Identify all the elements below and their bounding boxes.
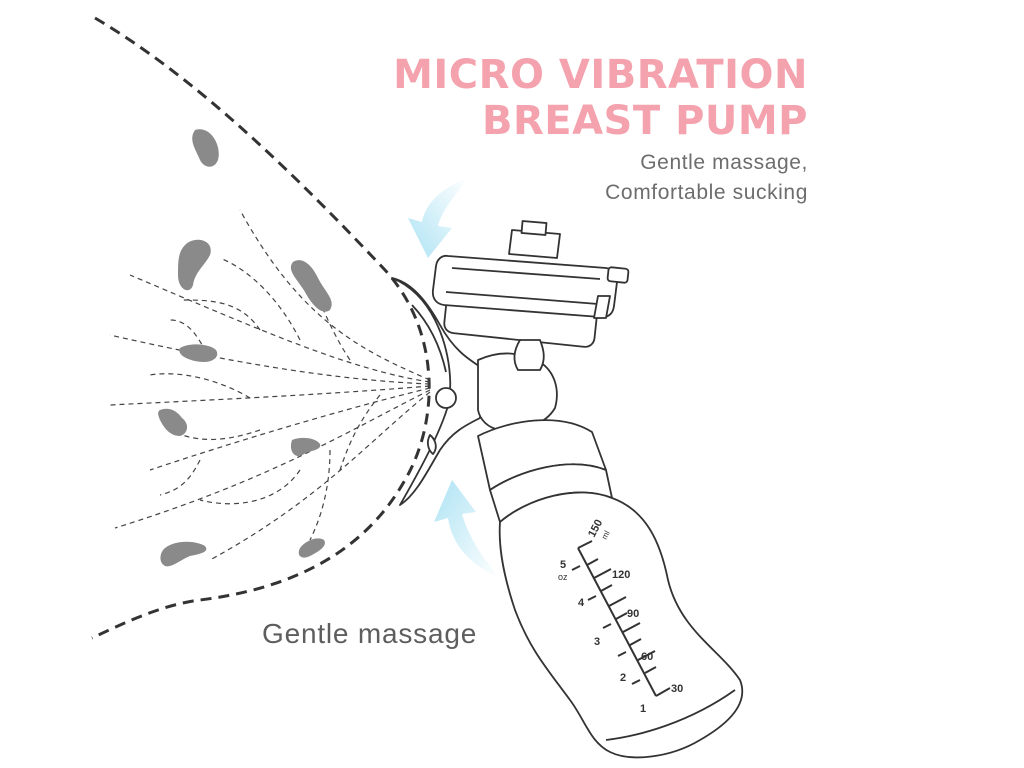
scale-oz-5: 5 — [560, 559, 566, 571]
gentle-massage-label: Gentle massage — [262, 618, 478, 649]
scale-ml-30: 30 — [671, 683, 683, 695]
scale-ml-60: 60 — [641, 651, 653, 663]
bottle — [477, 419, 744, 759]
scale-ml-120: 120 — [612, 569, 630, 581]
breast-outline — [91, 16, 431, 640]
bottle-scale-labels: 150 ml 120 90 60 30 5 oz 4 3 2 1 — [558, 518, 683, 715]
scale-oz-4: 4 — [578, 597, 585, 609]
pump-body — [391, 220, 630, 506]
scale-ml-90: 90 — [627, 608, 639, 620]
scale-oz-unit: oz — [558, 572, 568, 582]
glands — [158, 129, 332, 567]
arrow-bottom-icon — [434, 480, 500, 578]
milk-ducts — [109, 209, 431, 561]
scale-oz-2: 2 — [620, 672, 626, 684]
arrow-top-icon — [408, 178, 468, 258]
scale-oz-1: 1 — [640, 703, 646, 715]
product-subtitle-line-2: Comfortable sucking — [605, 181, 808, 204]
scale-oz-3: 3 — [594, 636, 600, 648]
scale-ml-unit: ml — [600, 529, 612, 541]
product-title-line-1: MICRO VIBRATION — [393, 52, 808, 98]
product-title-line-2: BREAST PUMP — [481, 98, 808, 144]
product-subtitle: Gentle massage, Comfortable sucking — [605, 148, 808, 208]
product-title: MICRO VIBRATION BREAST PUMP — [393, 52, 808, 144]
product-subtitle-line-1: Gentle massage, — [640, 151, 808, 174]
bottle-scale — [571, 540, 671, 697]
